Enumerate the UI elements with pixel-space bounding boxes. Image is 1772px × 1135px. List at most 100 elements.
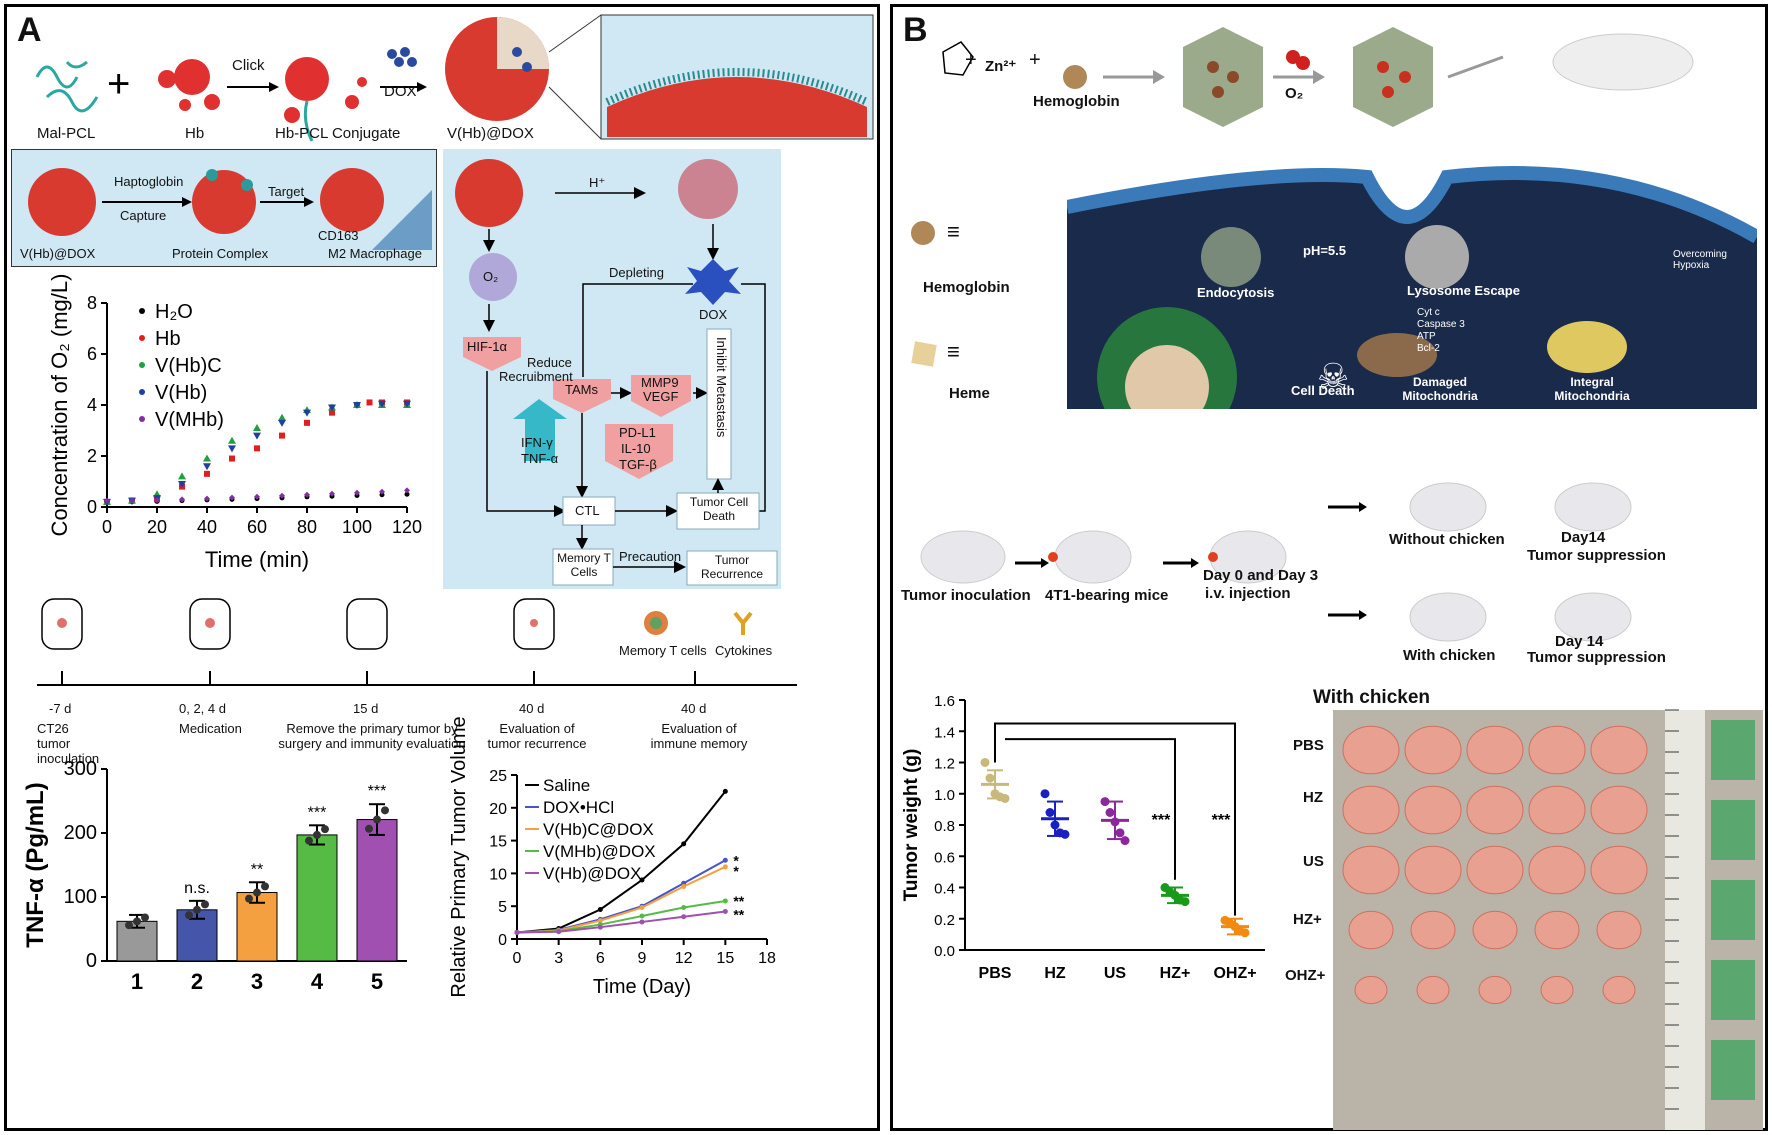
data-point <box>404 487 410 494</box>
y-tick-label: 0.6 <box>934 849 955 866</box>
legend-label: V(MHb) <box>155 409 224 431</box>
label-atp: ATP <box>1417 331 1436 342</box>
data-point <box>279 432 285 439</box>
data-point <box>639 919 645 925</box>
y-tick-label: 2 <box>87 446 97 466</box>
tumor-sample <box>1404 725 1462 775</box>
legend-label: V(Hb)C@DOX <box>543 820 654 839</box>
y-tick-label: 4 <box>87 395 97 415</box>
pathway-scheme: H⁺ O₂ Depleting DOX HIF-1α Reduce Recrui… <box>443 149 781 589</box>
label-haptoglobin: Haptoglobin <box>114 174 184 189</box>
data-point <box>228 445 236 453</box>
data-point <box>353 402 361 409</box>
label-reduce: Reduce <box>527 355 572 370</box>
data-point <box>129 497 135 504</box>
data-point <box>304 491 310 498</box>
y-tick-label: 1.0 <box>934 787 955 804</box>
data-point <box>681 914 687 920</box>
panel-b: B + Zn²⁺ + Hemoglobin O₂ ≡ ≡ Hemoglobin … <box>890 4 1768 1131</box>
significance-label: ** <box>251 861 263 878</box>
label-mmp9: MMP9 <box>641 375 679 390</box>
data-point <box>125 921 133 930</box>
data-point <box>379 492 385 498</box>
label-injection1: Day 0 and Day 3 <box>1203 567 1319 584</box>
label-cd163: CD163 <box>318 228 359 243</box>
timeline-desc: Remove the primary tumor by surgery and … <box>278 721 466 751</box>
data-point <box>321 825 329 834</box>
tumor-sample <box>1528 845 1586 895</box>
data-point <box>556 929 562 935</box>
label-m2: M2 Macrophage <box>328 246 422 261</box>
label-tnf: TNF-α <box>521 451 559 466</box>
label-bearing: 4T1-bearing mice <box>1045 587 1169 604</box>
significance-label: *** <box>1212 812 1231 829</box>
x-tick-label: 100 <box>342 517 372 537</box>
legend-marker <box>139 308 145 314</box>
x-tick-label: 18 <box>758 950 776 967</box>
photo-row-label: HZ <box>1303 789 1323 806</box>
data-point <box>204 470 210 477</box>
glove-sample <box>1711 880 1755 940</box>
y-tick-label: 0.8 <box>934 818 955 835</box>
data-point <box>228 436 236 444</box>
y-tick-label: 0.2 <box>934 912 955 929</box>
label-eq2: ≡ <box>947 339 960 364</box>
data-point <box>681 841 687 847</box>
label-recurrence: Tumor Recurrence <box>700 553 764 581</box>
bar <box>356 819 398 962</box>
data-point <box>379 488 385 495</box>
x-tick-label: HZ <box>1044 965 1066 982</box>
legend-label: DOX•HCl <box>543 798 614 817</box>
treatment-timeline: Memory T cells Cytokines -7 d CT26 tumor… <box>7 593 877 766</box>
tumor-sample <box>1404 785 1462 835</box>
label-pdl1: PD-L1 <box>619 425 656 440</box>
x-tick-label: 60 <box>247 517 267 537</box>
tumor-sample <box>1590 725 1648 775</box>
legend-memory: Memory T cells <box>619 643 707 658</box>
x-tick-label: 15 <box>716 950 734 967</box>
x-tick-label: 9 <box>638 950 647 967</box>
label-day14a: Day14 <box>1561 529 1606 546</box>
label-with: With chicken <box>1403 647 1496 664</box>
data-point <box>1045 808 1055 817</box>
tumor-sample <box>1342 845 1400 895</box>
timeline-desc: CT26 tumor inoculation <box>37 721 100 766</box>
x-axis-label: Time (min) <box>205 547 309 572</box>
y-tick-label: 0 <box>86 950 97 972</box>
label-day14b: Day 14 <box>1555 633 1604 650</box>
y-tick-label: 0.0 <box>934 943 955 960</box>
data-point <box>1050 820 1060 830</box>
data-point <box>178 472 186 480</box>
data-point <box>1105 808 1115 817</box>
panel-a-label: A <box>17 11 42 49</box>
legend-label: Saline <box>543 776 590 795</box>
capture-scheme: Haptoglobin Capture Target V(Hb)@DOX Pro… <box>11 149 437 267</box>
glove-sample <box>1711 1040 1755 1100</box>
label-tgf: TGF-β <box>619 457 657 472</box>
data-point <box>104 497 110 504</box>
data-point <box>980 758 990 767</box>
tumor-sample <box>1596 910 1642 950</box>
glove-sample <box>1711 800 1755 860</box>
y-tick-label: 300 <box>64 758 97 780</box>
x-tick-label: 3 <box>251 969 263 994</box>
data-point <box>404 491 410 497</box>
legend-label: V(Hb) <box>155 382 207 404</box>
label-hif: HIF-1α <box>467 339 508 354</box>
data-point <box>722 898 728 904</box>
y-tick-label: 5 <box>498 899 507 916</box>
data-point <box>639 877 645 883</box>
x-tick-label: 12 <box>675 950 693 967</box>
tumor-sample <box>1466 725 1524 775</box>
x-axis-label: Time (Day) <box>593 976 691 998</box>
data-point <box>366 399 373 406</box>
data-point <box>722 788 728 794</box>
data-point <box>179 496 185 503</box>
data-point <box>722 857 728 863</box>
y-tick-label: 6 <box>87 344 97 364</box>
tumor-sample <box>1466 845 1524 895</box>
mouse-workflow <box>920 482 1632 642</box>
